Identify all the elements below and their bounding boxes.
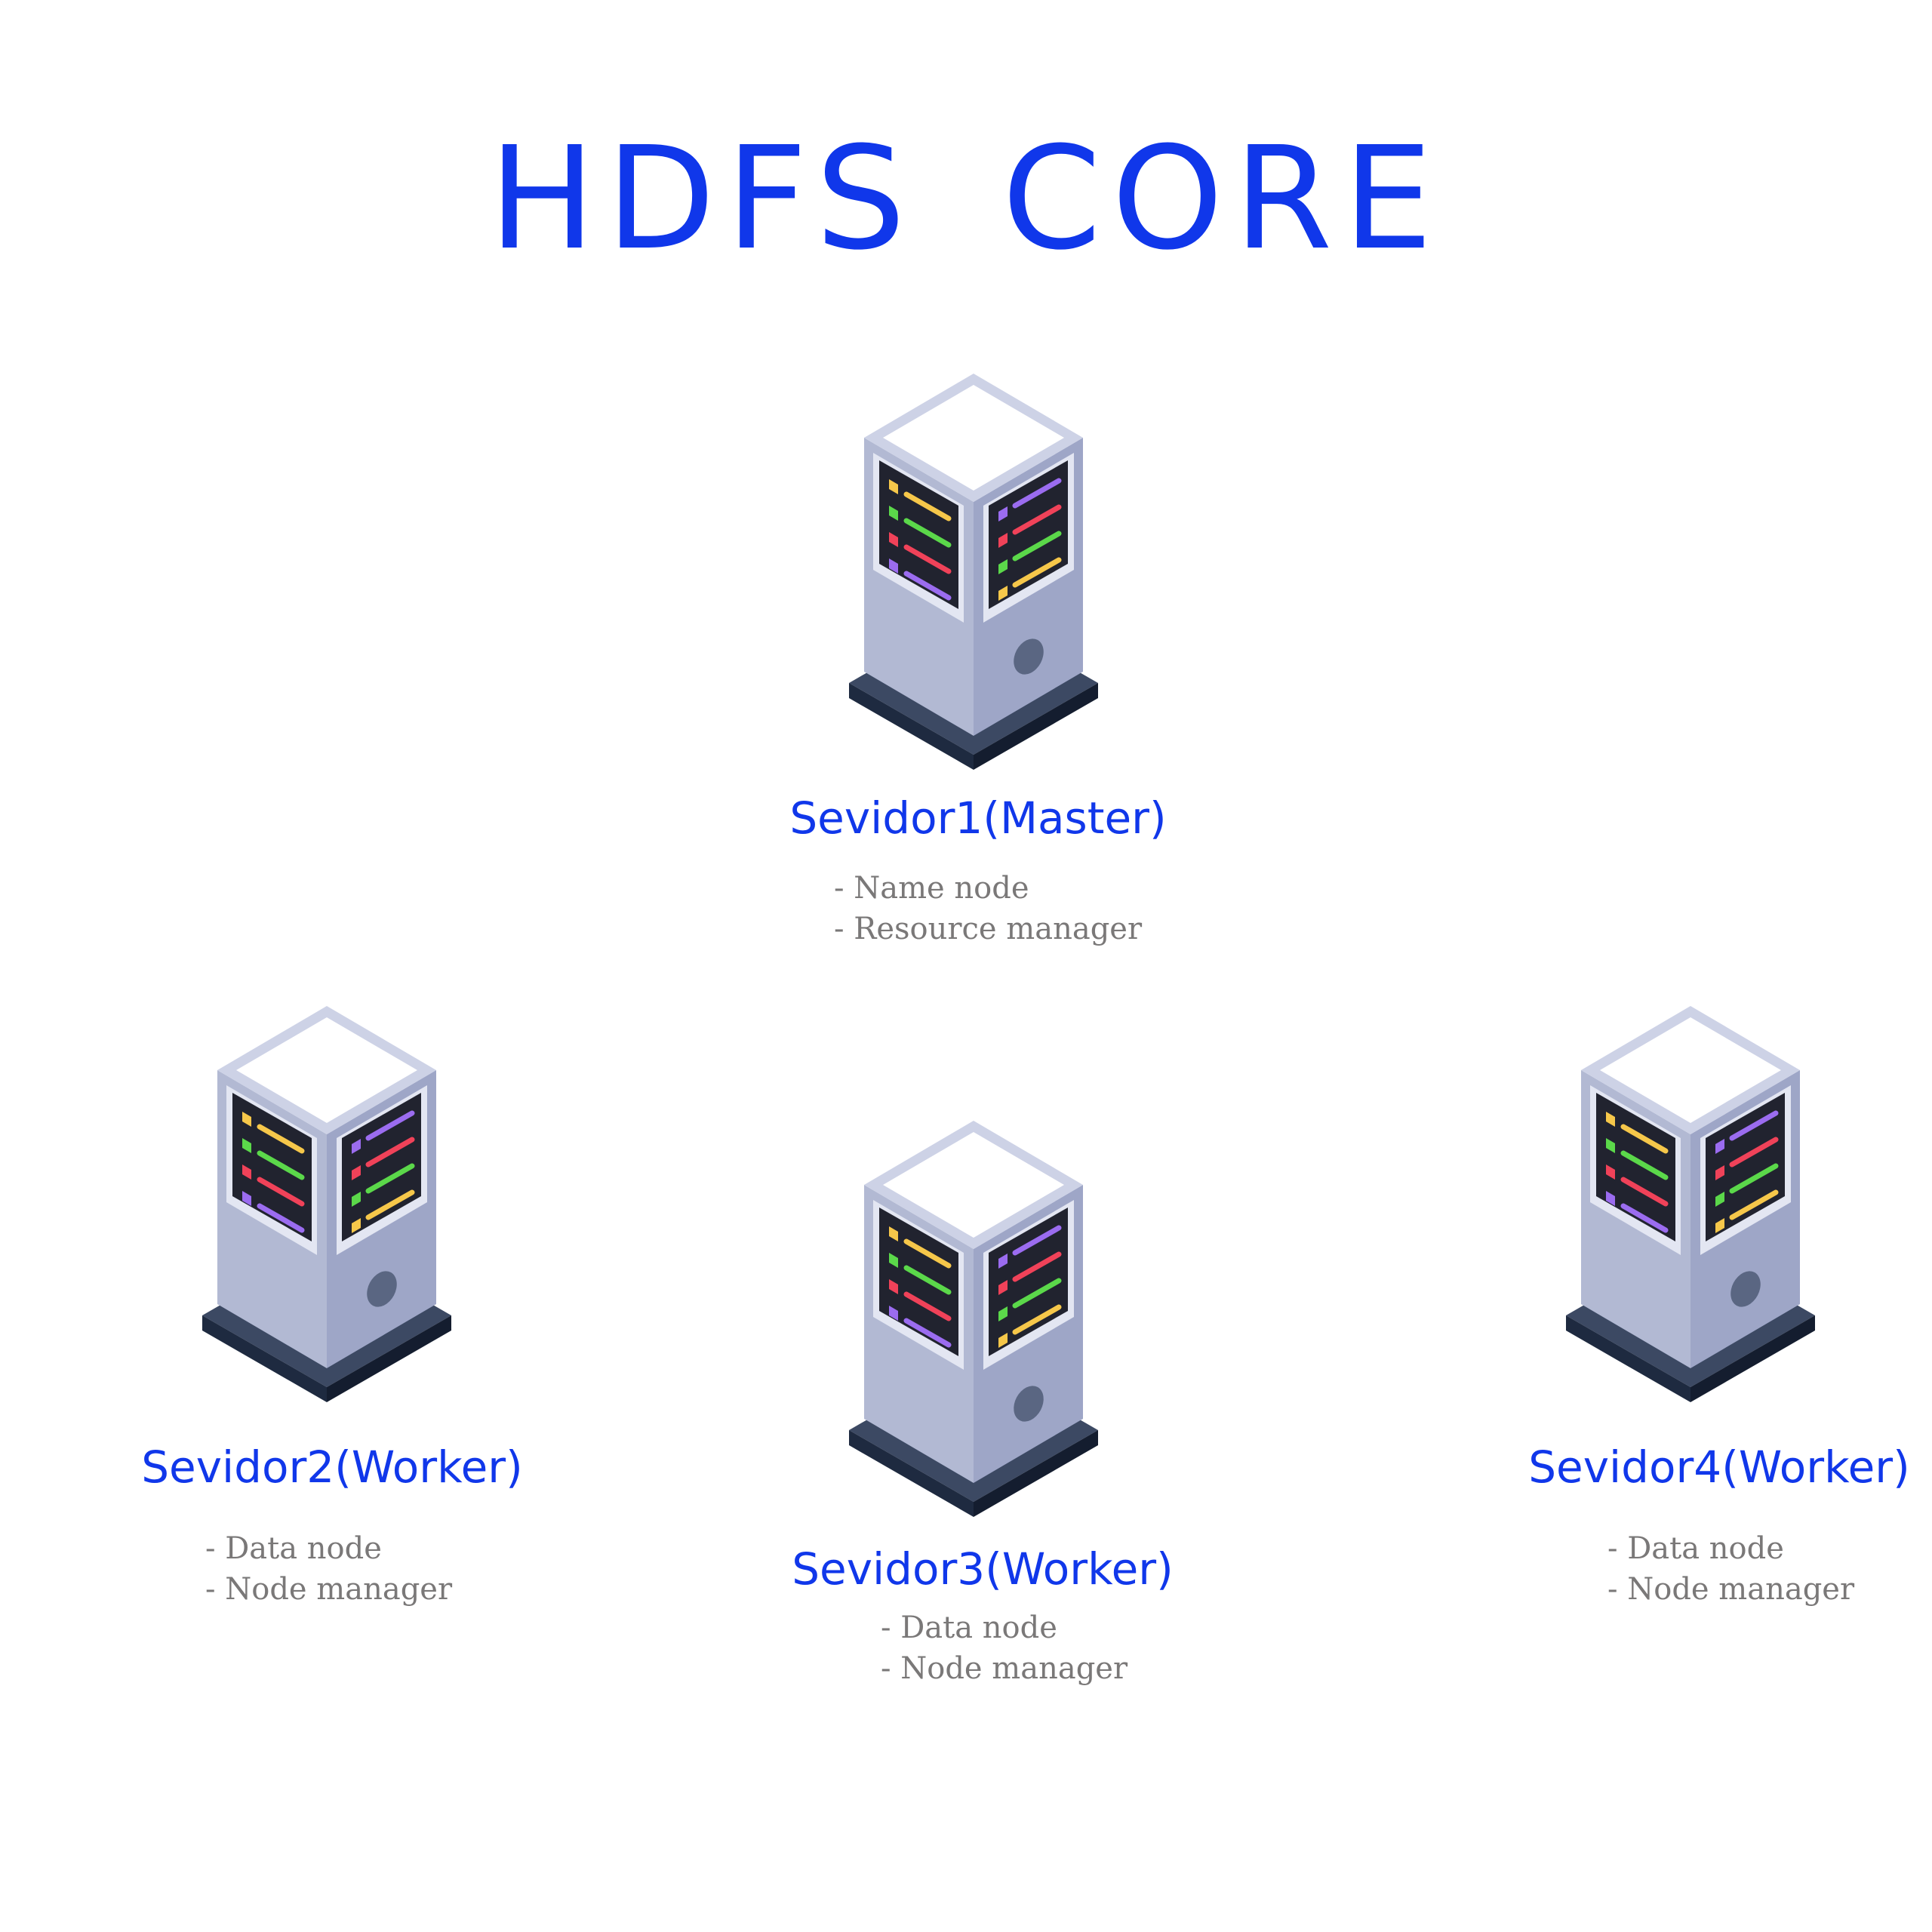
server-tower-icon bbox=[1566, 1006, 1823, 1406]
server-1-roles: Name node Resource manager bbox=[834, 868, 1142, 949]
server-4-worker bbox=[1566, 1006, 1823, 1406]
server-3-worker bbox=[849, 1121, 1106, 1521]
server-1-name: Sevidor1(Master) bbox=[789, 792, 1167, 844]
server-3-role-2: Node manager bbox=[881, 1648, 1128, 1689]
server-tower-icon bbox=[202, 1006, 459, 1406]
server-2-role-1: Data node bbox=[205, 1528, 452, 1569]
server-2-roles: Data node Node manager bbox=[205, 1528, 452, 1610]
server-3-role-1: Data node bbox=[881, 1607, 1128, 1648]
server-1-role-2: Resource manager bbox=[834, 909, 1142, 949]
server-4-roles: Data node Node manager bbox=[1607, 1528, 1854, 1610]
server-1-master bbox=[849, 374, 1106, 774]
diagram-title: HDFS CORE bbox=[488, 116, 1444, 281]
server-2-name: Sevidor2(Worker) bbox=[141, 1441, 523, 1493]
server-3-roles: Data node Node manager bbox=[881, 1607, 1128, 1689]
server-3-name: Sevidor3(Worker) bbox=[792, 1543, 1174, 1595]
server-4-name: Sevidor4(Worker) bbox=[1528, 1441, 1910, 1493]
server-4-role-2: Node manager bbox=[1607, 1569, 1854, 1610]
server-1-role-1: Name node bbox=[834, 868, 1142, 909]
server-2-worker bbox=[202, 1006, 459, 1406]
server-tower-icon bbox=[849, 1121, 1106, 1521]
server-2-role-2: Node manager bbox=[205, 1569, 452, 1610]
server-tower-icon bbox=[849, 374, 1106, 774]
server-4-role-1: Data node bbox=[1607, 1528, 1854, 1569]
